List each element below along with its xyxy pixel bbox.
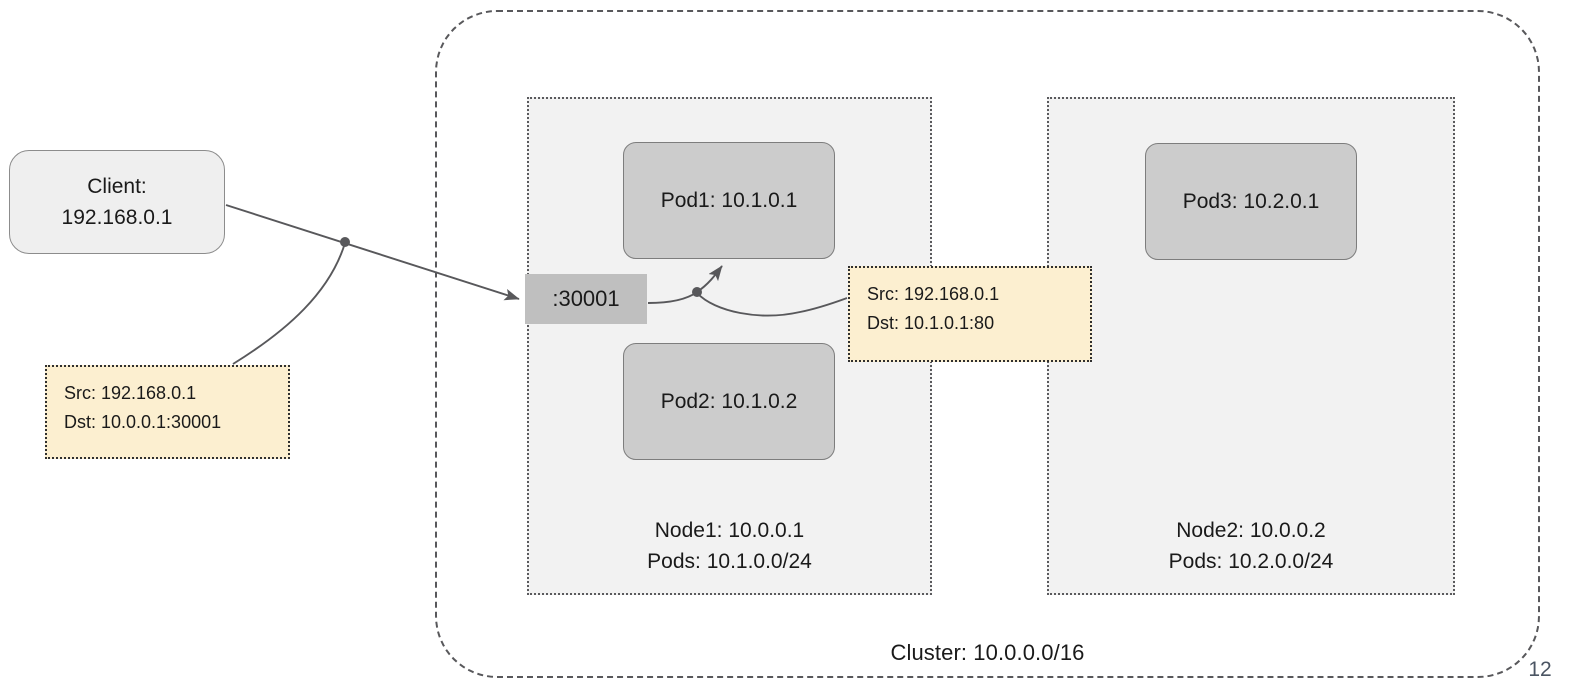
dnat-note-src: Src: 192.168.0.1 <box>867 284 1000 304</box>
dnat-note-dst: Dst: 10.1.0.1:80 <box>867 313 995 333</box>
page-number: 12 <box>1528 658 1552 681</box>
pod2-label: Pod2: 10.1.0.2 <box>660 389 798 413</box>
client-ip: 192.168.0.1 <box>61 206 173 229</box>
ingress-note-dst: Dst: 10.0.0.1:30001 <box>64 412 222 432</box>
node2-pod-cidr: Pods: 10.2.0.0/24 <box>1168 550 1334 573</box>
node1-pod-cidr: Pods: 10.1.0.0/24 <box>647 550 812 573</box>
ingress-note-src: Src: 192.168.0.1 <box>64 383 197 403</box>
ingress-note-leader <box>232 242 346 365</box>
nodeport-chip[interactable]: :30001 <box>525 274 647 324</box>
cluster-boundary <box>435 10 1540 678</box>
ingress-packet-note: Src: 192.168.0.1 Dst: 10.0.0.1:30001 <box>45 365 290 459</box>
pod3-label: Pod3: 10.2.0.1 <box>1182 189 1320 213</box>
node2-caption: Node2: 10.0.0.2 Pods: 10.2.0.0/24 <box>1049 515 1453 577</box>
nodeport-label: :30001 <box>552 286 620 311</box>
pod1-label: Pod1: 10.1.0.1 <box>660 188 798 212</box>
client-box[interactable]: Client: 192.168.0.1 <box>9 150 225 254</box>
client-title: Client: <box>87 175 147 198</box>
node2-name: Node2: 10.0.0.2 <box>1176 519 1326 542</box>
ingress-junction-dot <box>340 237 350 247</box>
pod2-box[interactable]: Pod2: 10.1.0.2 <box>623 343 835 460</box>
dnat-packet-note: Src: 192.168.0.1 Dst: 10.1.0.1:80 <box>848 266 1092 362</box>
pod1-box[interactable]: Pod1: 10.1.0.1 <box>623 142 835 259</box>
cluster-label: Cluster: 10.0.0.0/16 <box>890 640 1085 665</box>
pod3-box[interactable]: Pod3: 10.2.0.1 <box>1145 143 1357 260</box>
node1-caption: Node1: 10.0.0.1 Pods: 10.1.0.0/24 <box>529 515 930 577</box>
node1-name: Node1: 10.0.0.1 <box>654 519 805 542</box>
